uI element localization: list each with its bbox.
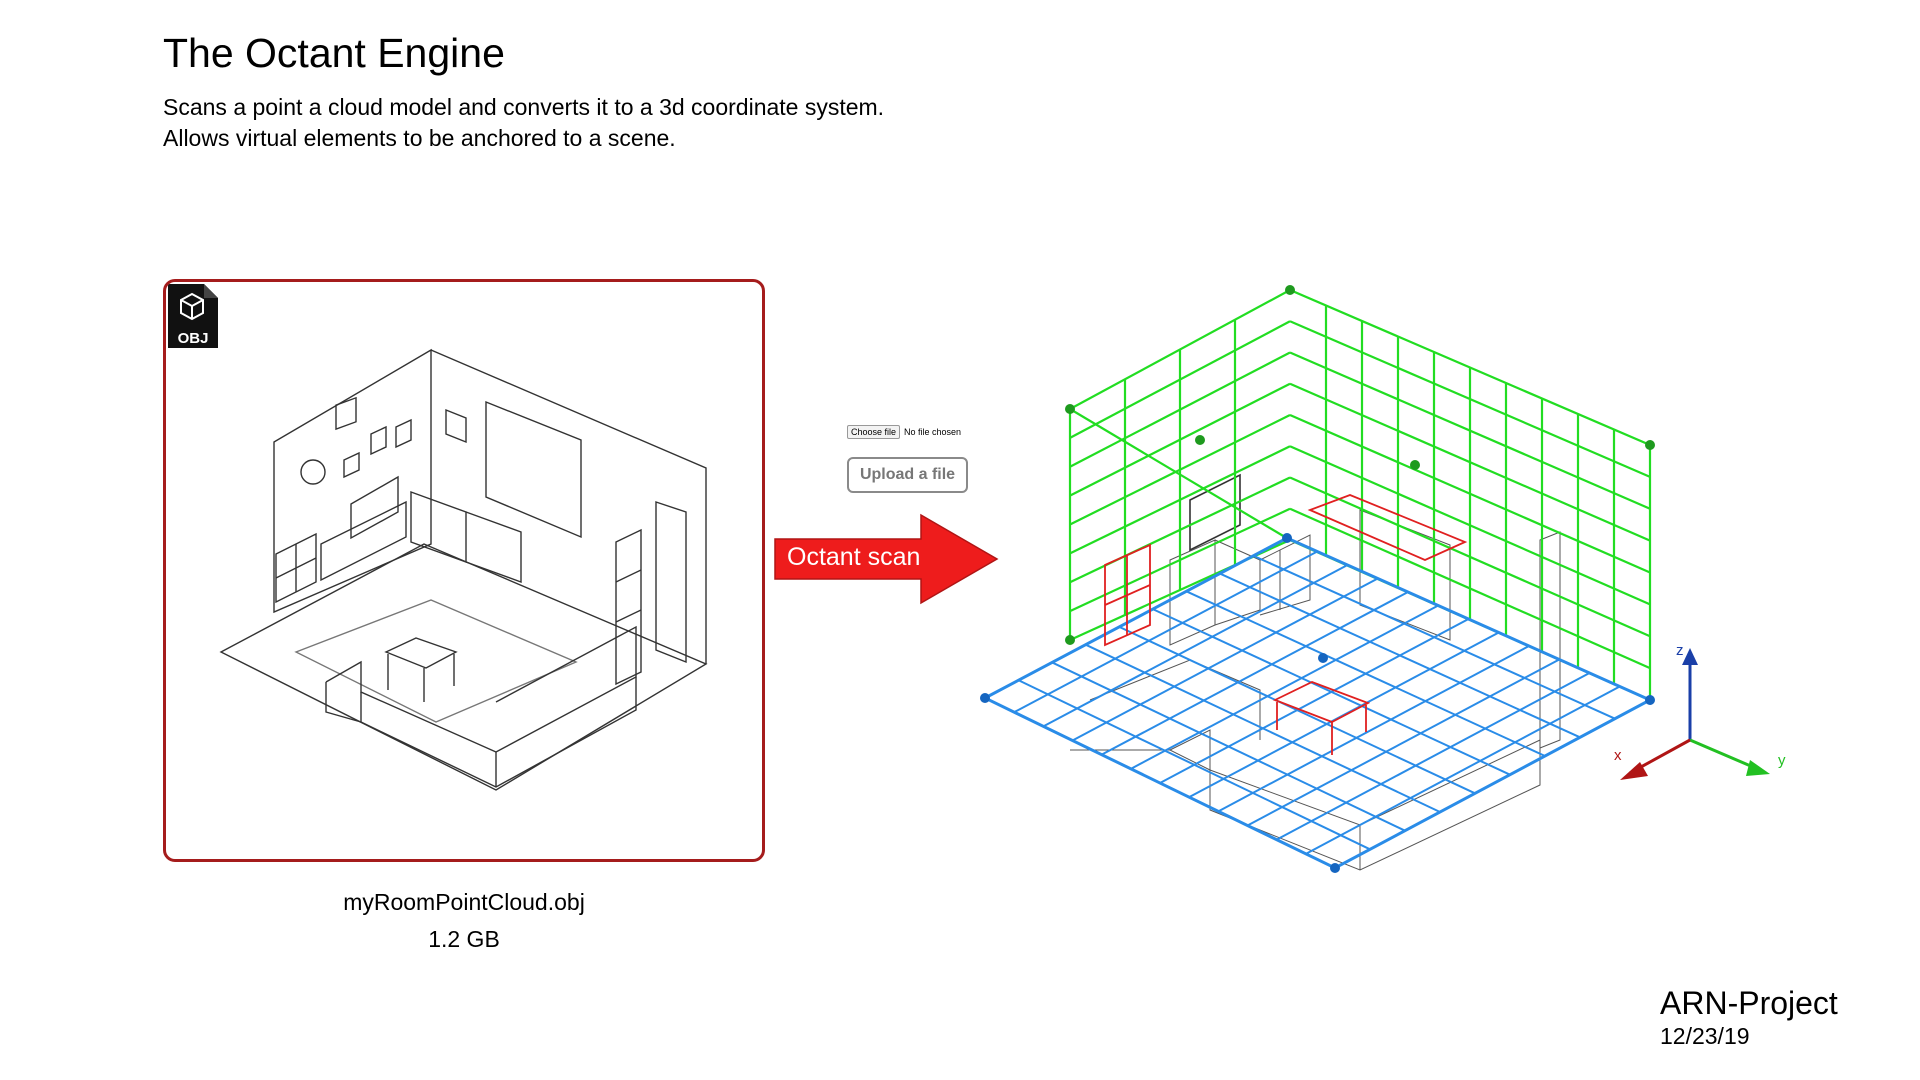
room-sketch	[219, 348, 708, 791]
source-file-size: 1.2 GB	[428, 926, 500, 952]
description: Scans a point a cloud model and converts…	[163, 92, 884, 154]
octant-scan-arrow	[774, 513, 999, 605]
obj-file-icon: OBJ	[168, 284, 218, 348]
file-input[interactable]: Choose file No file chosen	[847, 425, 961, 439]
octant-scan-label: Octant scan	[787, 543, 921, 571]
description-line-2: Allows virtual elements to be anchored t…	[163, 125, 676, 151]
axis-label-x: x	[1614, 747, 1622, 764]
source-model-card: OBJ	[163, 279, 765, 862]
description-line-1: Scans a point a cloud model and converts…	[163, 94, 885, 120]
highlight-shelf	[1104, 543, 1151, 647]
axis-gizmo	[1620, 648, 1770, 780]
source-file-name: myRoomPointCloud.obj	[343, 889, 585, 915]
axis-label-z: z	[1676, 642, 1684, 659]
choose-file-button[interactable]: Choose file	[847, 425, 901, 439]
page-title: The Octant Engine	[163, 30, 505, 76]
highlight-table	[1272, 681, 1371, 723]
project-date: 12/23/19	[1660, 1023, 1750, 1049]
scanned-scene	[980, 285, 1655, 873]
file-status: No file chosen	[904, 427, 962, 437]
upload-file-button[interactable]: Upload a file	[847, 457, 968, 493]
highlight-sideboard	[1307, 494, 1468, 561]
axis-label-y: y	[1778, 752, 1786, 769]
wall-grid	[1067, 288, 1652, 702]
obj-icon-label: OBJ	[178, 330, 209, 347]
project-name: ARN-Project	[1660, 985, 1838, 1021]
floor-grid	[981, 536, 1654, 870]
anchor-points	[980, 285, 1655, 873]
